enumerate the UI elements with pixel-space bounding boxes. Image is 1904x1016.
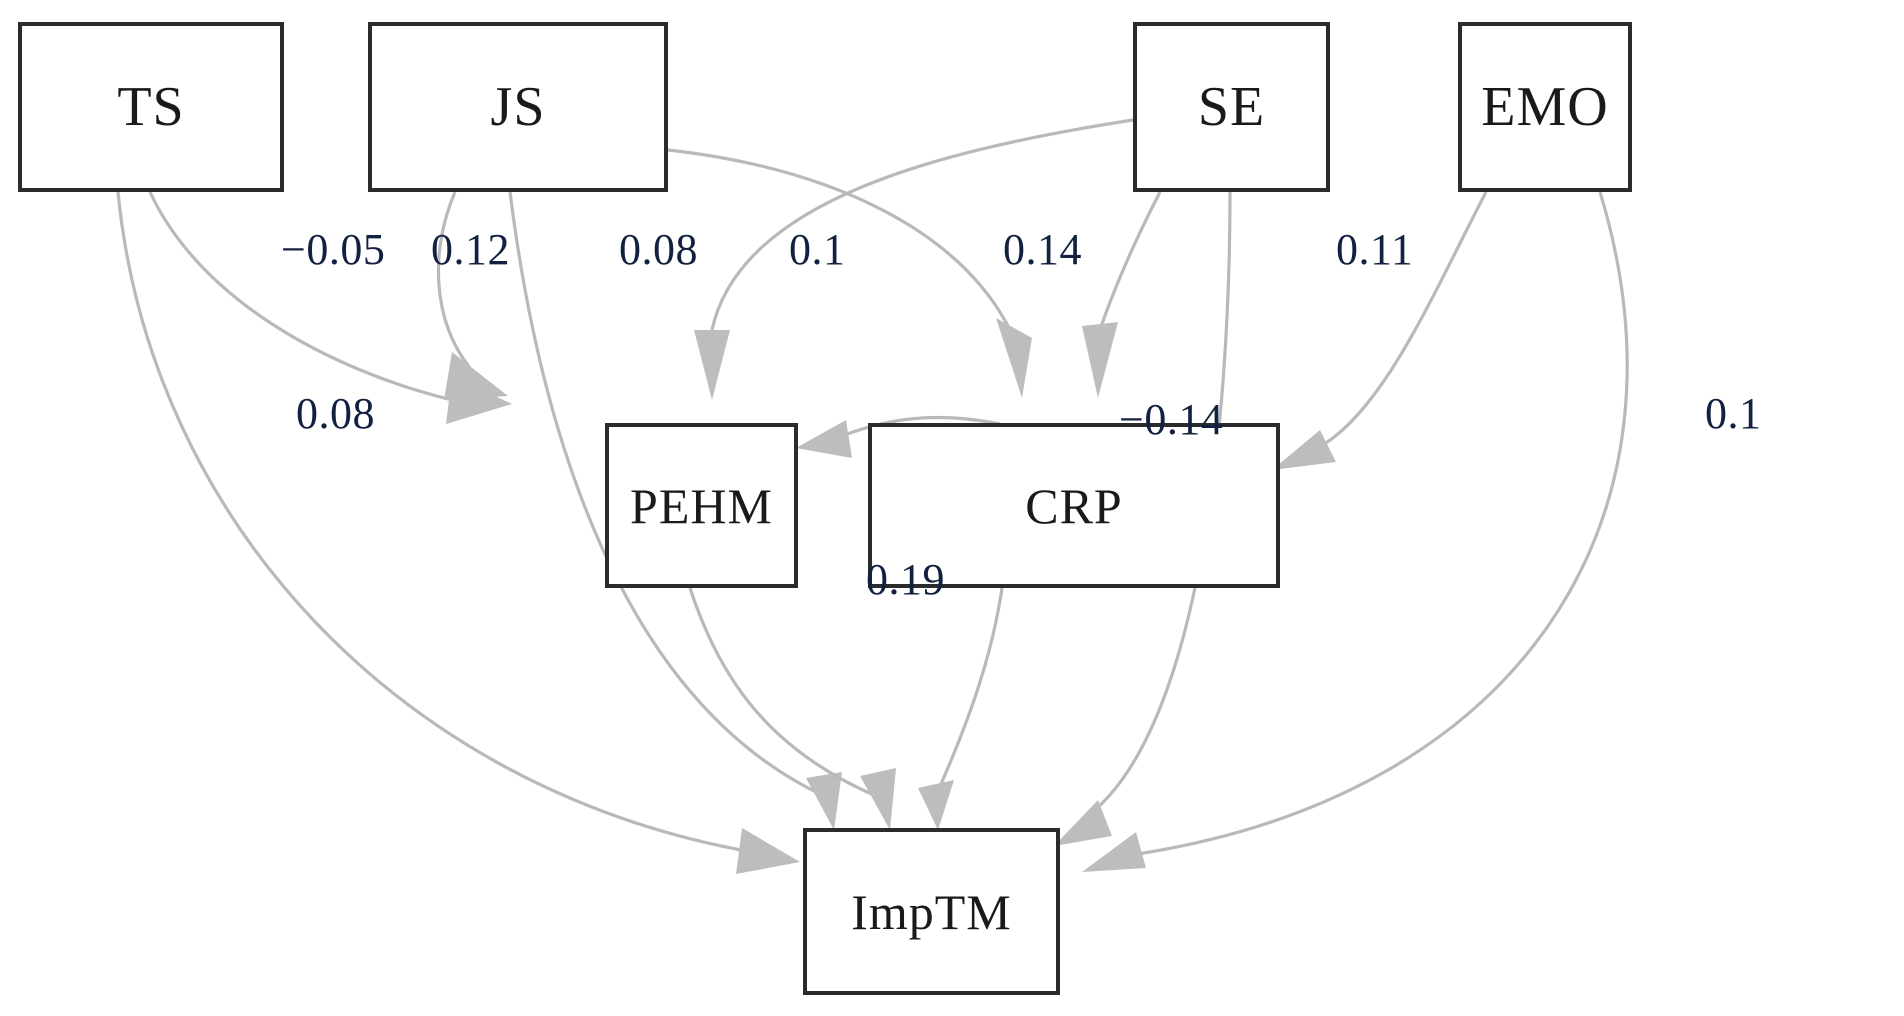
node-imptm-label: ImpTM [851, 883, 1012, 940]
node-js[interactable]: JS [368, 22, 668, 192]
edge-js-imptm [508, 191, 842, 830]
edge-label-se-imptm: −0.14 [1119, 395, 1224, 444]
edge-emo-imptm [1082, 191, 1629, 872]
edge-label-se-pehm: 0.08 [619, 225, 698, 274]
node-emo-label: EMO [1481, 76, 1609, 138]
edge-ts-imptm [116, 191, 800, 874]
node-se-label: SE [1197, 76, 1266, 138]
edge-label-ts-imptm: 0.08 [296, 389, 375, 438]
node-imptm[interactable]: ImpTM [803, 828, 1060, 995]
edge-se-pehm [694, 118, 1134, 400]
edge-label-js-pehm: 0.12 [431, 225, 510, 274]
edge-emo-crp [1272, 191, 1488, 470]
edge-label-emo-imptm: 0.1 [1705, 389, 1762, 438]
node-emo[interactable]: EMO [1458, 22, 1632, 192]
edge-js-crp [667, 148, 1032, 398]
edge-label-crp-imptm: 0.19 [866, 555, 945, 604]
node-crp-label: CRP [1025, 477, 1123, 534]
node-crp[interactable]: CRP [868, 423, 1280, 588]
edge-js-pehm [436, 191, 508, 400]
node-ts[interactable]: TS [18, 22, 284, 192]
node-pehm-label: PEHM [630, 477, 773, 534]
edge-pehm-imptm [688, 587, 896, 830]
edge-crp-pehm [796, 415, 1001, 458]
node-se[interactable]: SE [1133, 22, 1330, 192]
edge-se-crp [1082, 191, 1162, 398]
edge-label-se-crp: 0.14 [1003, 225, 1082, 274]
node-js-label: JS [490, 76, 546, 138]
edge-label-emo-crp: 0.11 [1336, 225, 1414, 274]
edge-crp-imptm [918, 587, 1004, 830]
edge-label-ts-pehm: −0.05 [281, 225, 386, 274]
node-pehm[interactable]: PEHM [605, 423, 798, 588]
node-ts-label: TS [117, 76, 185, 138]
edge-label-js-crp: 0.1 [789, 225, 846, 274]
